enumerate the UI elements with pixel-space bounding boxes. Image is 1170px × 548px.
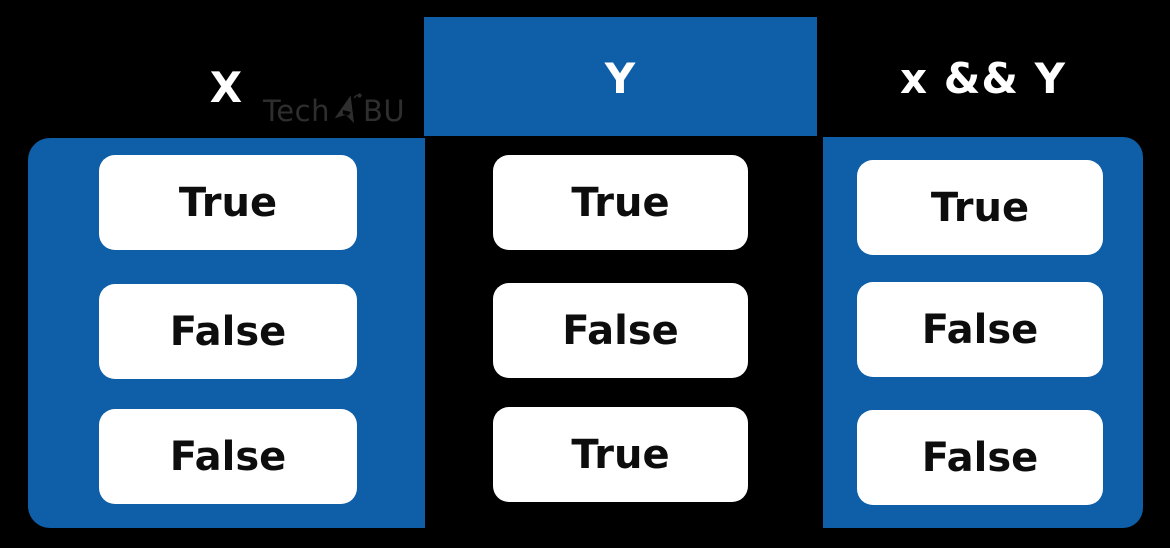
value-box-x-and-y-row3: False [857, 410, 1103, 505]
watermark-prefix: Tech [263, 94, 330, 128]
rocket-a-icon [334, 93, 362, 124]
watermark-logo: Tech BU [263, 93, 405, 129]
column-header-y-panel: Y [424, 17, 817, 136]
value-box-y-row3: True [493, 407, 748, 502]
value-box-y-row1: True [493, 155, 748, 250]
value-box-y-row2: False [493, 283, 748, 378]
column-header-y: Y [604, 53, 637, 103]
value-box-x-row3: False [99, 409, 357, 504]
column-header-x: X [209, 63, 244, 112]
value-box-x-and-y-row2: False [857, 282, 1103, 377]
value-box-x-row2: False [99, 284, 357, 379]
watermark-suffix: BU [362, 94, 406, 128]
value-box-x-and-y-row1: True [857, 160, 1103, 255]
column-header-x-and-y: x && Y [899, 54, 1066, 103]
value-box-x-row1: True [99, 155, 357, 250]
